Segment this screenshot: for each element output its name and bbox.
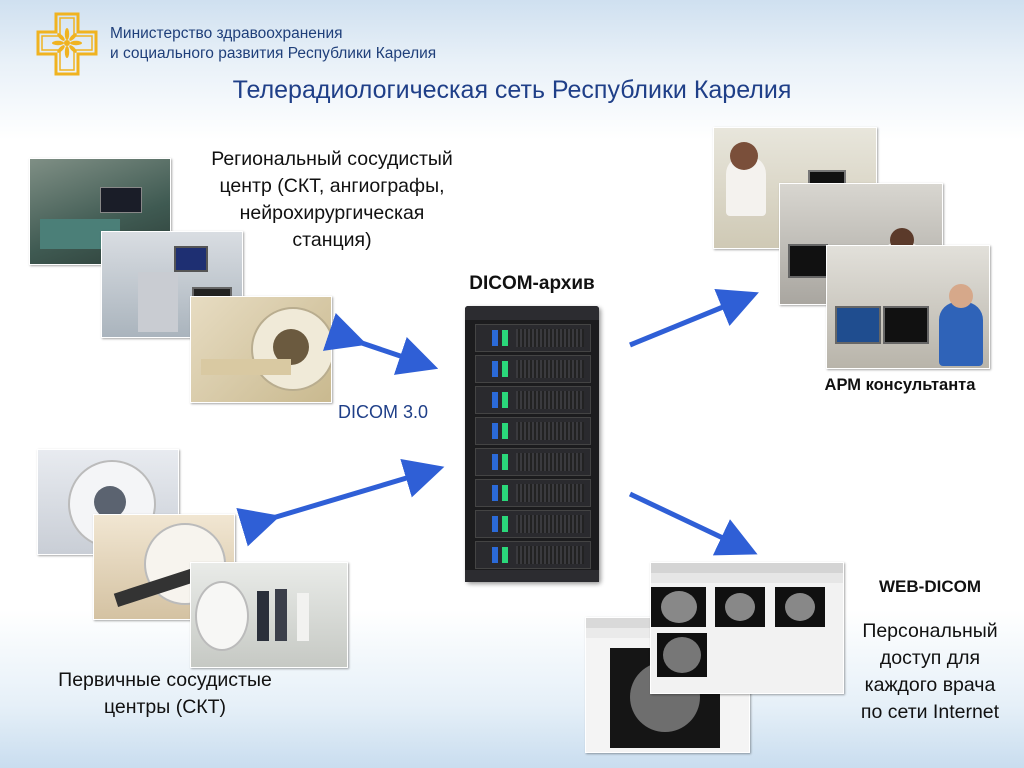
dicom-archive-server-rack-icon — [465, 306, 599, 582]
primary-centers-line-1: Первичные сосудистые — [58, 669, 272, 691]
web-dicom-line-2: доступ для — [879, 647, 981, 669]
footer-background — [0, 610, 1024, 768]
web-dicom-line-4: по сети Internet — [860, 701, 1000, 723]
web-dicom-description: Персональный доступ для каждого врача по… — [835, 618, 1024, 726]
regional-center-line-1: Региональный сосудистый — [211, 148, 453, 170]
ministry-line-2: и социального развития Республики Карели… — [110, 45, 437, 62]
archive-consultant-arrow — [629, 288, 759, 348]
ct-scanner-photo — [190, 296, 332, 403]
web-dicom-viewer-screenshot-2 — [650, 562, 844, 694]
archive-web-arrow — [628, 491, 758, 556]
header-background — [0, 0, 1024, 140]
regional-center-line-3: нейрохирургическая — [239, 202, 425, 224]
consultant-workstation-photo-3 — [826, 245, 990, 369]
ministry-name: Министерство здравоохранения и социально… — [110, 24, 436, 64]
web-dicom-label: WEB-DICOM — [879, 577, 981, 596]
regional-center-line-2: центр (СКТ, ангиографы, — [219, 175, 445, 197]
web-dicom-line-3: каждого врача — [864, 674, 996, 696]
primary-centers-line-2: центры (СКТ) — [103, 696, 227, 718]
regional-archive-arrow — [322, 313, 439, 375]
web-dicom-line-1: Персональный — [862, 620, 998, 642]
page-title: Телерадиологическая сеть Республики Каре… — [232, 76, 792, 104]
ministry-line-1: Министерство здравоохранения — [110, 25, 343, 42]
regional-center-label: Региональный сосудистый центр (СКТ, анги… — [182, 146, 482, 254]
primary-archive-arrow — [236, 458, 445, 547]
regional-center-line-4: станция) — [292, 229, 372, 251]
dicom-archive-label: DICOM-архив — [469, 273, 595, 294]
consultant-label: АРМ консультанта — [824, 376, 976, 394]
primary-centers-label: Первичные сосудистые центры (СКТ) — [20, 667, 310, 721]
primary-ct-photo-3 — [190, 562, 348, 668]
ministry-logo-icon — [36, 12, 98, 76]
dicom-protocol-label: DICOM 3.0 — [338, 402, 429, 422]
